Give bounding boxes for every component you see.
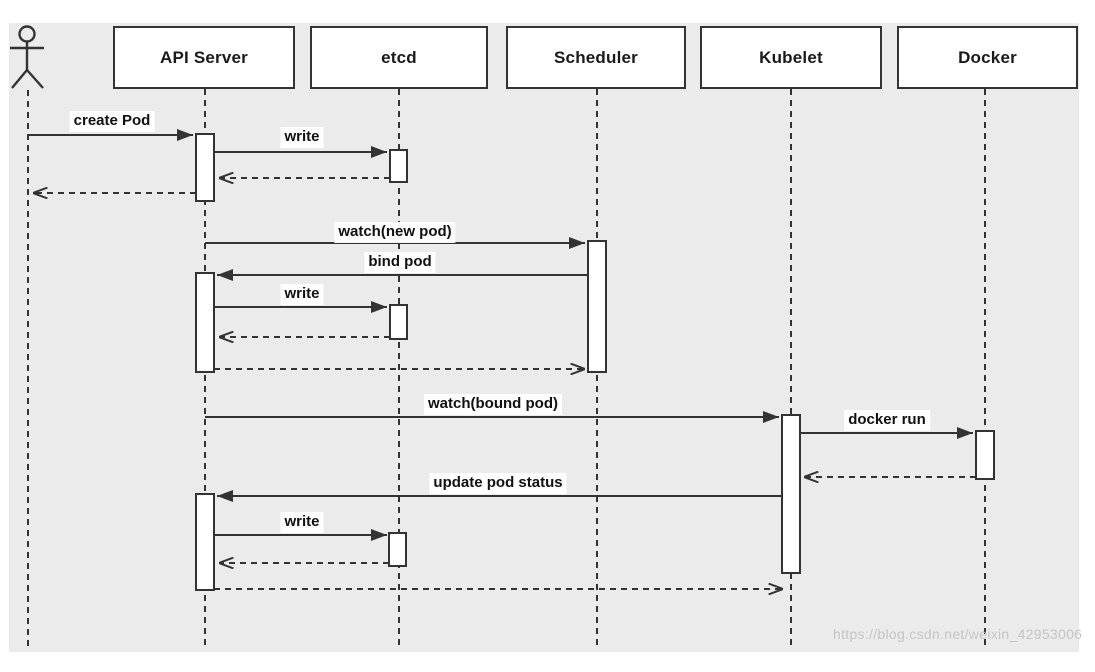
activation-api-server-1: [195, 133, 215, 202]
activation-api-server-3: [195, 493, 215, 591]
participant-docker: Docker: [897, 26, 1078, 89]
activation-scheduler-1: [587, 240, 607, 373]
message-label-bind-pod: bind pod: [364, 252, 436, 273]
activation-etcd-1: [389, 149, 408, 183]
activation-docker-1: [975, 430, 995, 480]
participant-kubelet-label: Kubelet: [759, 47, 823, 67]
message-label-write-3: write: [280, 512, 324, 533]
participant-scheduler-label: Scheduler: [554, 47, 638, 67]
watermark: https://blog.csdn.net/weixin_42953006: [833, 626, 1083, 642]
participant-docker-label: Docker: [958, 47, 1017, 67]
participant-kubelet: Kubelet: [700, 26, 882, 89]
message-label-write-2: write: [280, 284, 324, 305]
message-label-watch-new-pod: watch(new pod): [334, 222, 456, 243]
activation-kubelet-1: [781, 414, 801, 574]
message-label-docker-run: docker run: [844, 410, 930, 431]
participant-etcd: etcd: [310, 26, 488, 89]
activation-etcd-3: [388, 532, 407, 567]
message-label-create-pod: create Pod: [69, 111, 155, 132]
participant-api-server-label: API Server: [160, 47, 248, 67]
participant-api-server: API Server: [113, 26, 295, 89]
participant-etcd-label: etcd: [381, 47, 417, 67]
activation-etcd-2: [389, 304, 408, 340]
message-label-watch-bound-pod: watch(bound pod): [424, 394, 562, 415]
message-label-update-pod-status: update pod status: [429, 473, 567, 494]
participant-scheduler: Scheduler: [506, 26, 686, 89]
diagram-canvas: [9, 23, 1079, 652]
message-label-write-1: write: [280, 127, 324, 148]
actor-stick-figure-icon: [10, 25, 44, 89]
activation-api-server-2: [195, 272, 215, 373]
